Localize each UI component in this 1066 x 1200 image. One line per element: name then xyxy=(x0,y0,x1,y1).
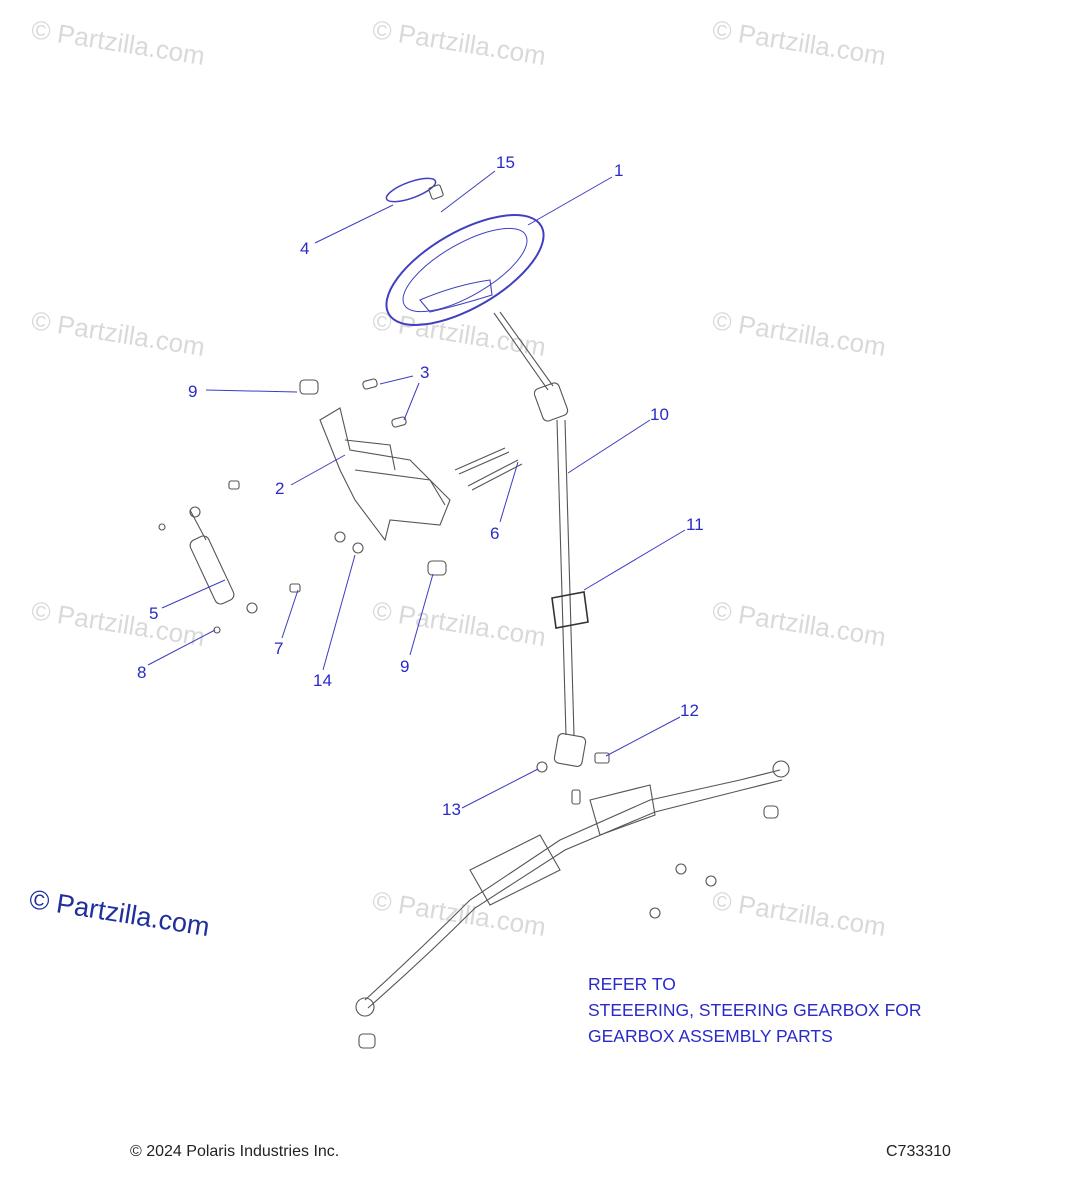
callout-5: 5 xyxy=(149,604,158,623)
callout-3: 3 xyxy=(420,363,429,382)
callout-13: 13 xyxy=(442,800,461,819)
bushing[interactable] xyxy=(299,379,319,395)
callout-2: 2 xyxy=(275,479,284,498)
callout-6: 6 xyxy=(490,524,499,543)
note-line: REFER TO xyxy=(588,974,676,994)
copyright-text: © 2024 Polaris Industries Inc. xyxy=(130,1143,340,1160)
nut[interactable] xyxy=(536,761,548,773)
callout-14: 14 xyxy=(313,671,332,690)
pin[interactable] xyxy=(391,416,407,428)
steering-bracket[interactable] xyxy=(319,407,451,542)
callout-11: 11 xyxy=(686,515,704,534)
parts-drawing xyxy=(158,174,790,1049)
callout-9b: 9 xyxy=(400,657,409,676)
steering-rack[interactable] xyxy=(355,760,790,1049)
pin[interactable] xyxy=(362,378,378,390)
callout-12: 12 xyxy=(680,701,699,720)
callout-labels: 1 2 3 4 5 6 7 8 9 9 10 11 12 13 14 15 xyxy=(137,153,704,819)
nut[interactable] xyxy=(158,523,166,531)
gas-strut[interactable] xyxy=(188,506,258,614)
nut[interactable] xyxy=(334,531,346,543)
callout-8: 8 xyxy=(137,663,146,682)
note-line: GEARBOX ASSEMBLY PARTS xyxy=(588,1026,833,1046)
screw[interactable] xyxy=(289,583,301,593)
diagram-code: C733310 xyxy=(886,1143,951,1160)
intermediate-shaft[interactable] xyxy=(553,419,587,767)
upper-steering-shaft[interactable] xyxy=(493,311,569,422)
bushing[interactable] xyxy=(427,560,447,576)
callout-9: 9 xyxy=(188,382,197,401)
callout-10: 10 xyxy=(650,405,669,424)
wheel-nut[interactable] xyxy=(428,184,444,200)
screw[interactable] xyxy=(228,480,240,490)
callout-7: 7 xyxy=(274,639,283,658)
pinch-bolt[interactable] xyxy=(594,752,610,764)
callout-4: 4 xyxy=(300,239,309,258)
reference-note: REFER TO STEEERING, STEERING GEARBOX FOR… xyxy=(588,971,922,1049)
steering-wheel[interactable] xyxy=(370,193,560,347)
steering-boot[interactable] xyxy=(551,591,589,629)
note-line: STEEERING, STEERING GEARBOX FOR xyxy=(588,1000,922,1020)
nut[interactable] xyxy=(352,542,364,554)
bolts[interactable] xyxy=(454,447,523,491)
callout-1: 1 xyxy=(614,161,623,180)
callout-15: 15 xyxy=(496,153,515,172)
leader-lines xyxy=(147,170,686,809)
steering-cap[interactable] xyxy=(384,174,438,207)
